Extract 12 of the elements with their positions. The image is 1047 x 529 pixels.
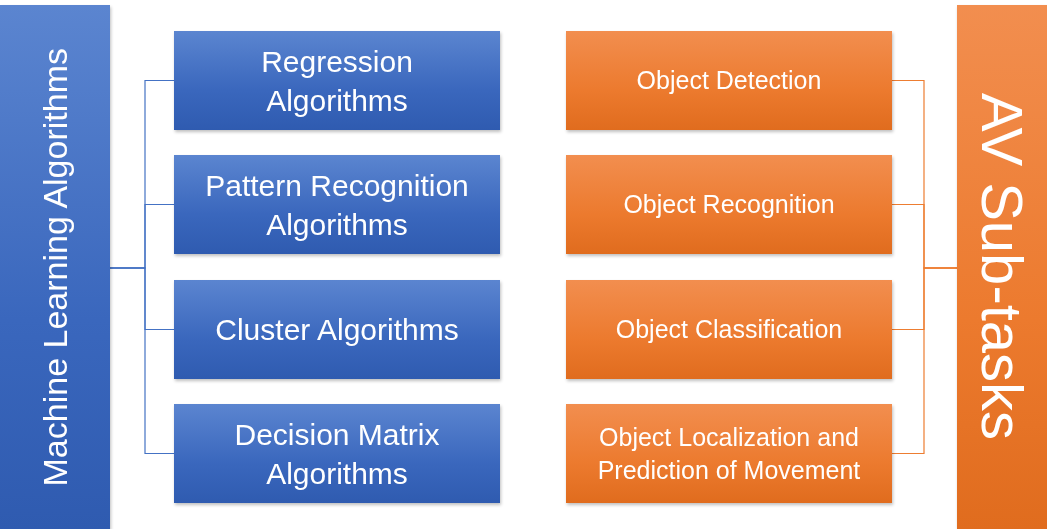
- category-box: Pattern Recognition Algorithms: [174, 155, 500, 254]
- title-bar: AV Sub-tasks: [957, 5, 1047, 529]
- connector-line: [891, 267, 958, 455]
- category-box: Regression Algorithms: [174, 31, 500, 130]
- category-box: Cluster Algorithms: [174, 280, 500, 379]
- category-box: Object Localization and Prediction of Movement: [566, 404, 892, 503]
- title-bar: Machine Learning Algorithms: [0, 5, 110, 529]
- category-box: Object Recognition: [566, 155, 892, 254]
- category-box: Object Classification: [566, 280, 892, 379]
- connector-line: [109, 267, 175, 455]
- category-box: Decision Matrix Algorithms: [174, 404, 500, 503]
- category-box: Object Detection: [566, 31, 892, 130]
